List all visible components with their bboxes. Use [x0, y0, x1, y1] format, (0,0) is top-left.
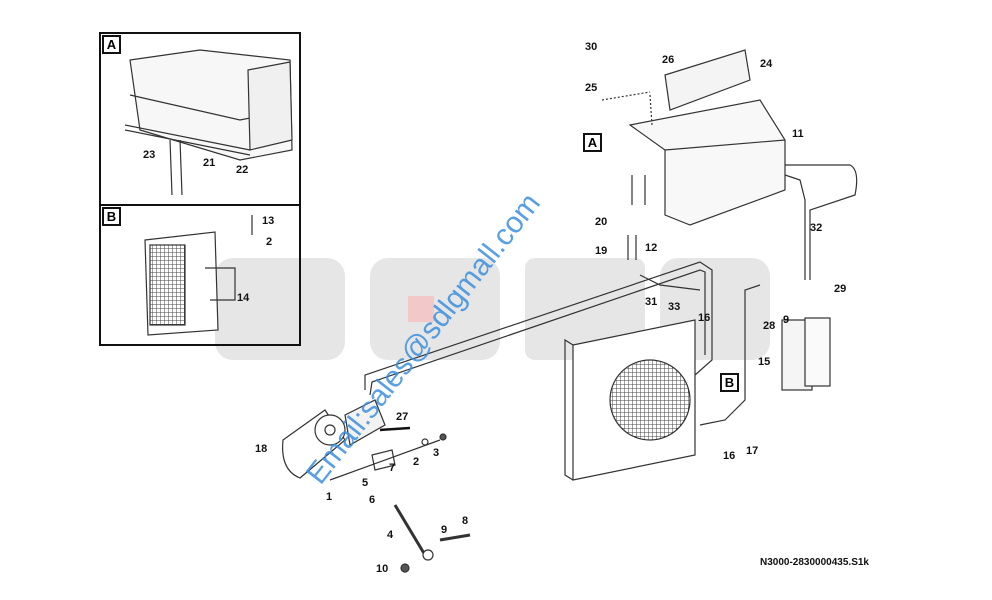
callout-3: 3	[433, 447, 440, 459]
callout-33: 33	[668, 301, 681, 313]
callout-11: 11	[792, 128, 804, 140]
drawing-code: N3000-2830000435.S1k	[760, 557, 869, 568]
callout-13: 13	[262, 215, 275, 227]
callout-9b: 9	[441, 524, 448, 536]
inset-b-frame	[99, 204, 301, 346]
callout-31: 31	[645, 296, 658, 308]
callout-28: 28	[763, 320, 776, 332]
callout-1: 1	[326, 491, 333, 503]
callout-5: 5	[362, 477, 369, 489]
callout-2b: 2	[413, 456, 420, 468]
callout-22: 22	[236, 164, 249, 176]
callout-19: 19	[595, 245, 608, 257]
callout-32: 32	[810, 222, 823, 234]
callout-26: 26	[662, 54, 675, 66]
callout-20: 20	[595, 216, 608, 228]
callout-6: 6	[369, 494, 376, 506]
inset-a-badge: A	[102, 35, 121, 54]
callout-9: 9	[783, 314, 790, 326]
callout-25: 25	[585, 82, 598, 94]
callout-21: 21	[203, 157, 216, 169]
callout-12: 12	[645, 242, 658, 254]
callout-10: 10	[376, 563, 389, 575]
callout-17: 17	[746, 445, 759, 457]
callout-27: 27	[396, 411, 409, 423]
callout-16: 16	[698, 312, 711, 324]
callout-16b: 16	[723, 450, 736, 462]
callout-14: 14	[237, 292, 250, 304]
callout-2: 2	[266, 236, 273, 248]
view-a-badge: A	[583, 133, 602, 152]
callout-30: 30	[585, 41, 598, 53]
callout-15: 15	[758, 356, 771, 368]
callout-8: 8	[462, 515, 469, 527]
callout-4: 4	[387, 529, 394, 541]
view-b-badge: B	[720, 373, 739, 392]
callout-23: 23	[143, 149, 156, 161]
callout-7: 7	[389, 462, 396, 474]
callout-29: 29	[834, 283, 847, 295]
callout-24: 24	[760, 58, 773, 70]
callout-18: 18	[255, 443, 268, 455]
inset-b-badge: B	[102, 207, 121, 226]
